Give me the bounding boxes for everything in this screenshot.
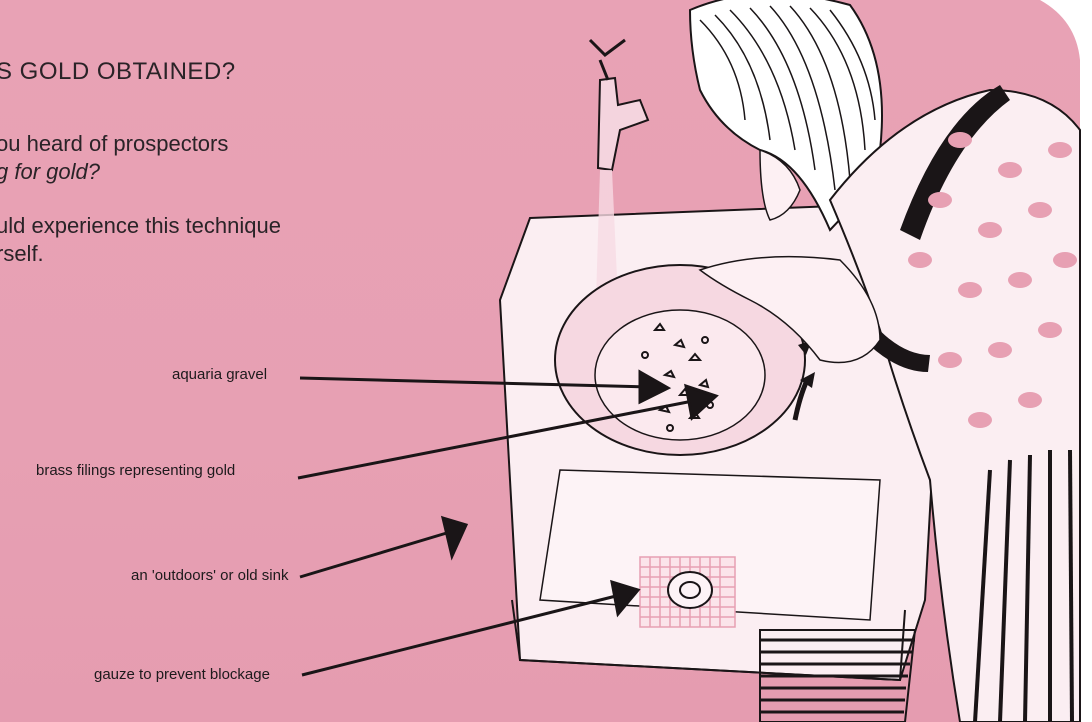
label-gauze: gauze to prevent blockage — [94, 666, 270, 683]
label-brass-filings: brass filings representing gold — [36, 462, 235, 479]
label-old-sink: an 'outdoors' or old sink — [131, 567, 289, 584]
sink-arrowhead — [443, 518, 466, 556]
sink-arrow-line — [300, 532, 450, 577]
label-aquaria-gravel: aquaria gravel — [172, 366, 267, 383]
drain-plug — [668, 572, 712, 608]
